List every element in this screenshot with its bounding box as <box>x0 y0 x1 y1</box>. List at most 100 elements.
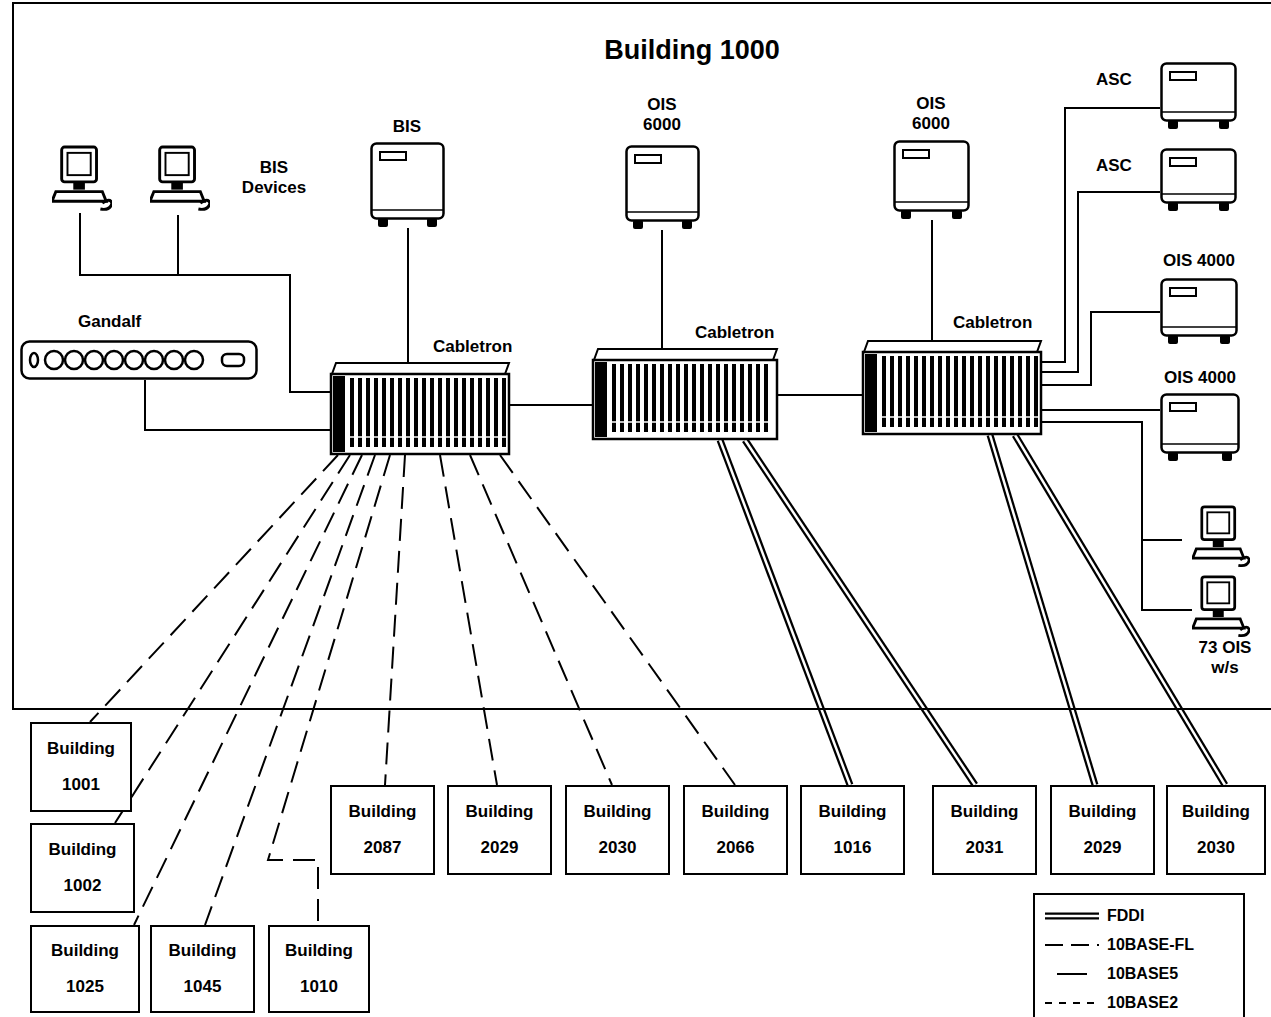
fiber-line <box>115 455 350 823</box>
server-icon <box>893 140 970 220</box>
cable-line <box>1042 108 1160 362</box>
workstation-icon <box>1193 507 1250 566</box>
mux-port <box>185 351 203 369</box>
cable-link <box>1042 410 1160 411</box>
fiber-line <box>470 455 612 785</box>
fiber-link <box>470 455 612 785</box>
workstation-icon <box>150 147 210 209</box>
server-trim <box>1162 443 1238 445</box>
server-foot <box>952 210 962 219</box>
building-label: Building 1001 <box>32 731 130 803</box>
hub-top <box>594 349 777 360</box>
fiber-line <box>500 455 735 785</box>
server-unit: OIS 4000 <box>1160 278 1238 345</box>
thin-cable-line <box>1045 1002 1099 1004</box>
fiber-link <box>440 455 497 785</box>
building-label: Building 1045 <box>152 933 253 1005</box>
server-foot <box>682 220 692 229</box>
building-box: Building 1010 <box>268 925 370 1013</box>
server-body <box>1162 150 1236 203</box>
legend-row: 10BASE5 <box>1043 959 1243 988</box>
cable-line <box>661 230 663 348</box>
cabletron-hub: Cabletron <box>592 348 778 440</box>
fddi-outer <box>1045 912 1099 919</box>
hub-top <box>332 363 509 374</box>
hub-trim <box>878 416 1039 418</box>
fddi-inner <box>720 440 850 785</box>
server-icon <box>1160 278 1238 345</box>
cabletron-hub: Cabletron <box>862 340 1042 435</box>
building-box: Building 2066 <box>683 785 788 875</box>
server-body <box>1162 64 1236 121</box>
server-foot <box>1219 202 1229 211</box>
hub-trim <box>608 421 775 423</box>
device-label: ASC <box>1096 70 1132 90</box>
server-unit: OIS 6000 <box>893 140 970 220</box>
building-label: Building 2031 <box>934 794 1035 866</box>
building-label: Building 1025 <box>32 933 138 1005</box>
mux-port <box>105 351 123 369</box>
fddi-link <box>720 440 850 785</box>
fiber-link <box>500 455 735 785</box>
building-box: Building 2030 <box>1166 785 1266 875</box>
mux-port <box>145 351 163 369</box>
server-foot <box>1168 202 1178 211</box>
cable-link <box>1042 192 1160 372</box>
legend-sample <box>1043 939 1101 951</box>
building-label: Building 1016 <box>802 794 903 866</box>
mux-port <box>85 351 103 369</box>
building-box: Building 2087 <box>330 785 435 875</box>
legend-sample <box>1043 997 1101 1009</box>
cable-line <box>510 404 592 406</box>
server-body <box>895 142 969 211</box>
workstation-group: 73 OIS w/s <box>1182 500 1267 705</box>
server-foot <box>633 220 643 229</box>
building-label: Building 1010 <box>270 933 368 1005</box>
cable-line <box>145 380 330 430</box>
building-box: Building 2031 <box>932 785 1037 875</box>
legend-text: 10BASE2 <box>1107 994 1178 1012</box>
device-label: OIS 4000 <box>1164 368 1236 388</box>
cable-link <box>1042 108 1160 362</box>
cable-link <box>778 395 862 396</box>
region-title: Building 1000 <box>604 34 780 66</box>
server-trim <box>1162 193 1235 195</box>
building-label: Building 2030 <box>1168 794 1264 866</box>
server-slot <box>1170 403 1196 411</box>
fiber-line <box>90 455 338 722</box>
device-label: ASC <box>1096 156 1132 176</box>
server-body <box>1162 280 1237 336</box>
building-box: Building 1002 <box>30 823 135 913</box>
cable-link <box>408 228 409 362</box>
server-icon <box>1160 62 1237 130</box>
server-icon <box>370 142 445 228</box>
legend-box: FDDI10BASE-FL10BASE510BASE2 <box>1033 893 1245 1017</box>
cable-line <box>1042 312 1160 385</box>
hub-front <box>331 374 509 454</box>
building-region: BIS DevicesGandalfBISOIS 6000OIS 6000ASC… <box>12 2 1271 710</box>
hub-panel <box>333 376 345 452</box>
fddi-outer <box>745 440 975 785</box>
server-body <box>372 144 444 219</box>
server-slot <box>635 155 661 163</box>
server-foot <box>901 210 911 219</box>
device-wire <box>1142 540 1192 610</box>
device-label: 73 OIS w/s <box>1190 638 1260 678</box>
gandalf-mux: Gandalf <box>20 340 258 380</box>
hub-front <box>593 360 777 439</box>
server-foot <box>378 218 388 227</box>
server-unit: BIS <box>370 142 445 228</box>
fiber-link <box>90 455 338 722</box>
cable-line <box>778 394 862 396</box>
workstation-icon <box>52 147 112 209</box>
mux-led <box>30 353 38 367</box>
building-label: Building 2029 <box>1052 794 1153 866</box>
legend-sample <box>1043 968 1101 980</box>
building-box: Building 1001 <box>30 722 132 812</box>
cable-line <box>1042 409 1160 411</box>
mux-port <box>125 351 143 369</box>
fiber-link <box>115 455 350 823</box>
legend-sample <box>1043 910 1101 922</box>
hub-icon <box>330 362 510 455</box>
